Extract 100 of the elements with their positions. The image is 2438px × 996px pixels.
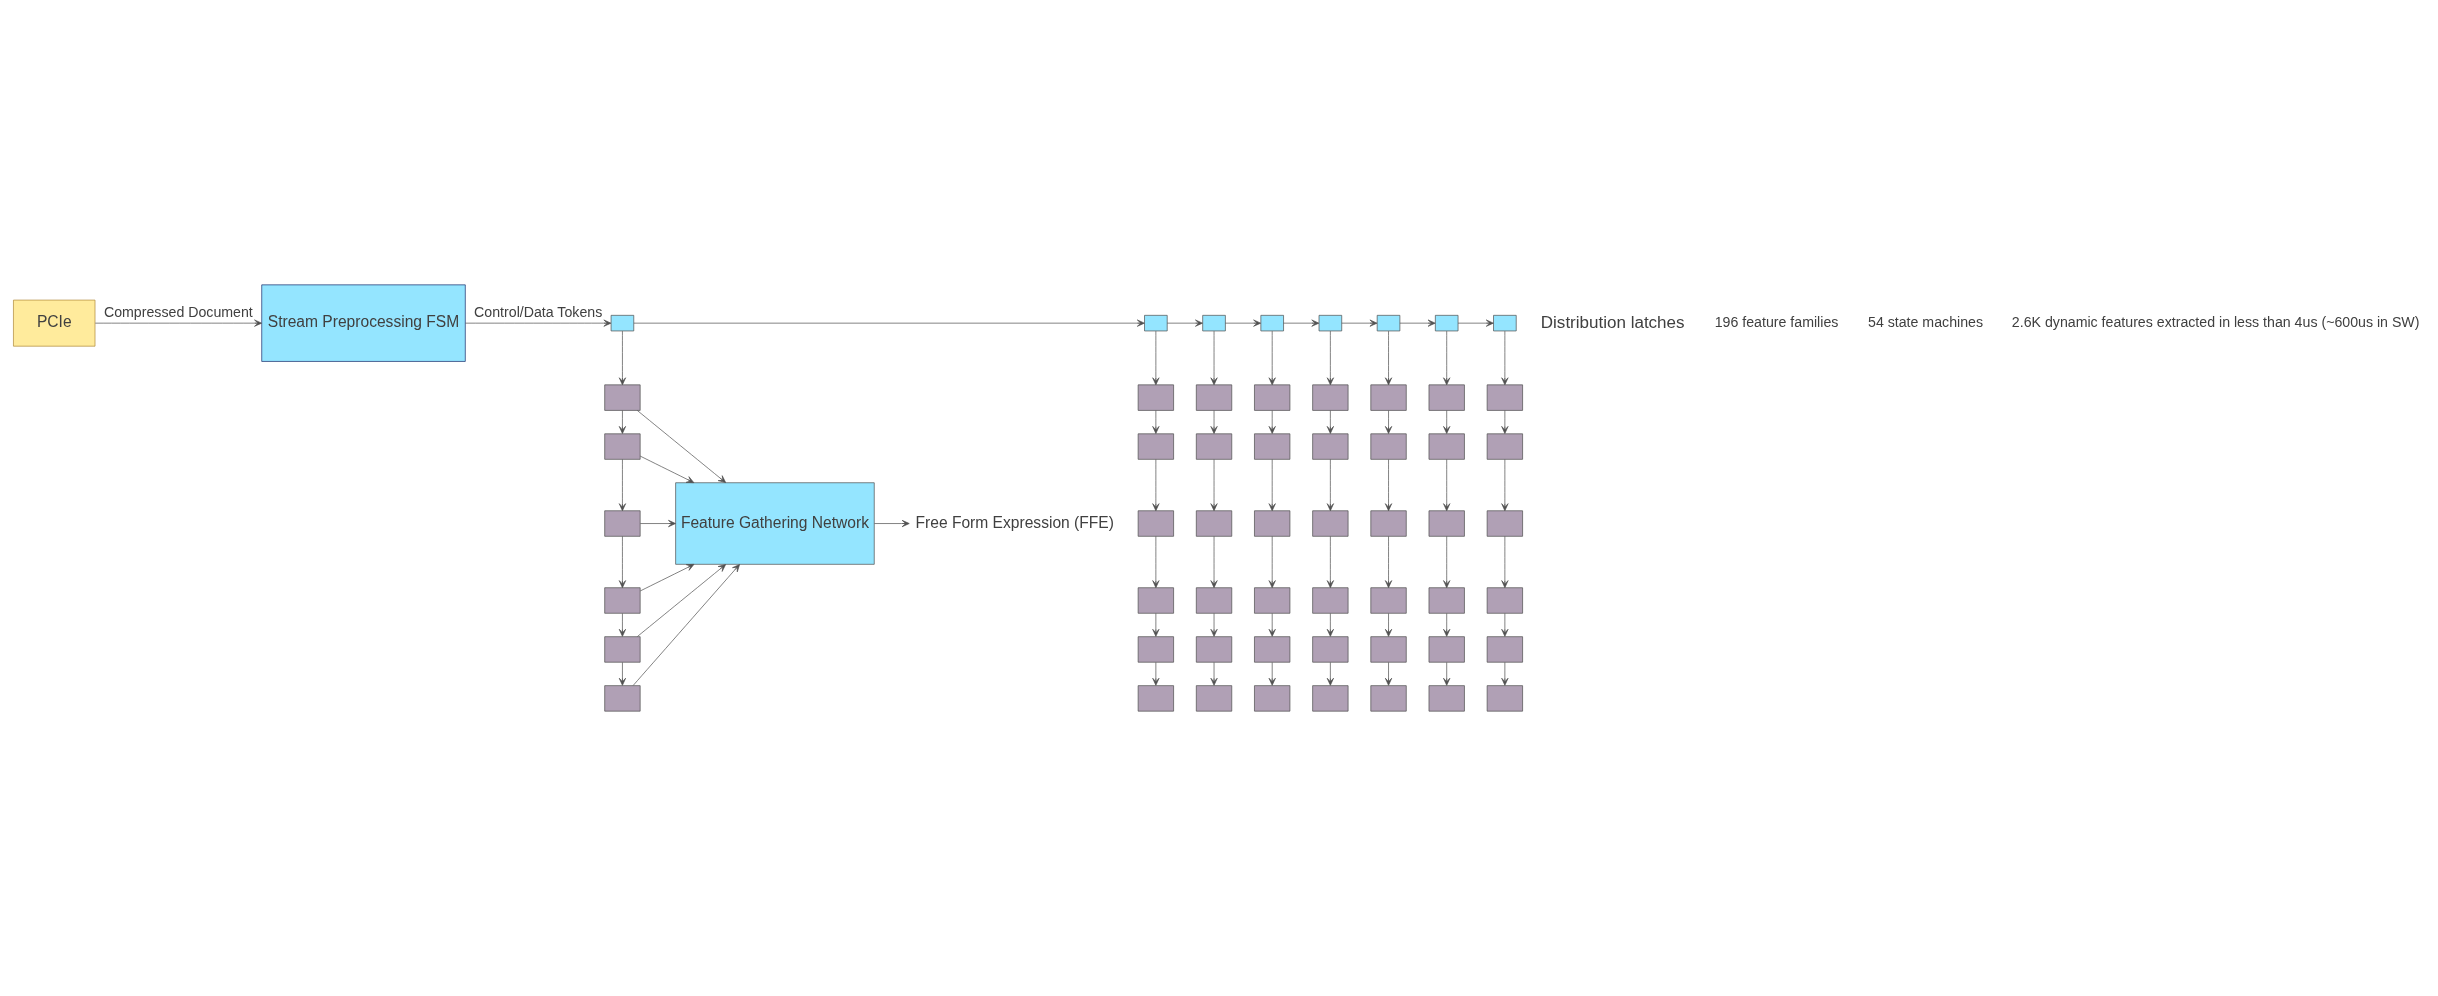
node-box [1254, 685, 1291, 712]
node-box [1202, 315, 1226, 332]
label: 54 state machines [1868, 313, 1984, 330]
arrow [1326, 536, 1334, 589]
arrow [639, 564, 695, 592]
node-box [1486, 510, 1523, 537]
node-box [1195, 433, 1233, 460]
arrow [1326, 330, 1334, 386]
arrow [618, 330, 626, 386]
node-box [1312, 636, 1349, 663]
node-box [1318, 315, 1343, 332]
node-box [1486, 433, 1523, 460]
arrow [1152, 459, 1160, 512]
arrow [637, 564, 726, 637]
arrow [1443, 330, 1451, 386]
edge-label: Control/Data Tokens [474, 303, 603, 320]
arrow [1443, 536, 1451, 589]
node-box [1376, 315, 1401, 332]
node-box [1137, 587, 1174, 614]
arrow [1268, 410, 1276, 434]
node-box [1312, 587, 1349, 614]
arrow [636, 410, 727, 483]
node-box [1370, 636, 1407, 663]
node-box [1370, 587, 1407, 614]
node-box [604, 433, 641, 460]
node-box [1370, 433, 1407, 460]
arrow [1501, 459, 1509, 512]
node-box [1144, 315, 1168, 332]
node-box [1195, 384, 1233, 411]
arrow [1152, 536, 1160, 589]
arrow [1385, 459, 1393, 512]
arrow [1268, 662, 1276, 686]
label: 2.6K dynamic features extracted in less than 4us (~600us in SW) [2011, 313, 2420, 330]
arrow [1210, 613, 1218, 637]
node-box [1312, 384, 1349, 411]
arrow [465, 319, 612, 327]
node-box [1428, 510, 1465, 537]
node-box [604, 510, 641, 537]
arrow [1210, 662, 1218, 686]
node-box [604, 587, 641, 614]
arrow [1210, 330, 1218, 386]
node-box [1428, 636, 1465, 663]
arrow [1501, 330, 1509, 386]
node-box [1435, 315, 1459, 332]
arrow [1501, 410, 1509, 434]
node-box [1486, 587, 1523, 614]
edge-label: Compressed Document [103, 303, 253, 320]
arrow [1326, 662, 1334, 686]
node-box [1254, 587, 1291, 614]
node-box [1254, 433, 1291, 460]
arrow [1385, 330, 1393, 386]
node-box [1260, 315, 1284, 332]
arrow [1501, 536, 1509, 589]
arrow [1443, 662, 1451, 686]
arrow [1326, 459, 1334, 512]
node-box [1312, 685, 1349, 712]
node-box [1195, 587, 1233, 614]
node-box [1137, 433, 1174, 460]
node-box [604, 636, 641, 663]
arrow [1152, 662, 1160, 686]
arrow [1225, 319, 1262, 327]
arrow [1268, 536, 1276, 589]
arrow [633, 319, 1145, 327]
node-box [604, 384, 641, 411]
node-box [1254, 636, 1291, 663]
arrow [1152, 410, 1160, 434]
node-box [1195, 510, 1233, 537]
node-box [1254, 384, 1291, 411]
label: 196 feature families [1714, 313, 1839, 330]
arrow [1443, 410, 1451, 434]
arrow [1443, 459, 1451, 512]
node-box [1428, 685, 1465, 712]
arrow [1268, 459, 1276, 512]
node-box [1137, 636, 1174, 663]
arrow [1385, 662, 1393, 686]
arrow [1457, 319, 1494, 327]
arrow [618, 536, 626, 589]
node-box [1428, 587, 1465, 614]
node-box: PCIe [13, 299, 96, 347]
node-box: Stream Preprocessing FSM [261, 284, 466, 362]
arrow [1385, 536, 1393, 589]
arrow [1385, 410, 1393, 434]
node-box [1137, 510, 1174, 537]
arrow [1152, 613, 1160, 637]
arrow [639, 455, 695, 483]
arrow [1152, 330, 1160, 386]
node-box [1428, 384, 1465, 411]
arrow [1443, 613, 1451, 637]
node-text: Free Form Expression (FFE) [915, 513, 1114, 531]
arrow [1210, 410, 1218, 434]
arrow [94, 319, 262, 327]
arrow [632, 564, 740, 686]
node-box [1137, 384, 1174, 411]
node-box [1493, 315, 1517, 332]
node-box [1312, 433, 1349, 460]
node-box [1428, 433, 1465, 460]
arrow [1283, 319, 1320, 327]
arrow [1210, 459, 1218, 512]
label: Distribution latches [1540, 312, 1685, 332]
arrow [1501, 662, 1509, 686]
